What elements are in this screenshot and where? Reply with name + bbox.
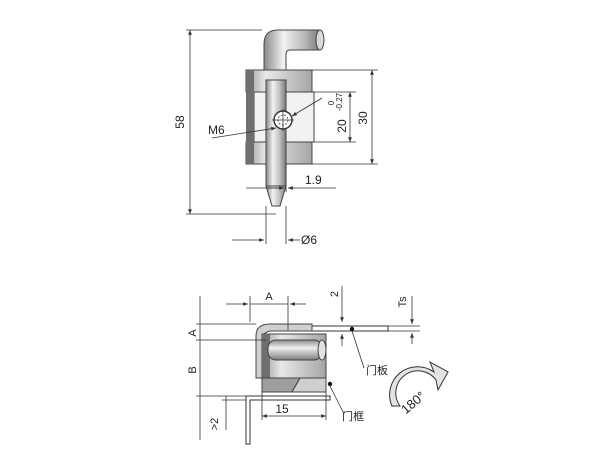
tol-upper-label: 0 bbox=[327, 100, 336, 105]
dim-ts-label: Ts bbox=[397, 296, 409, 308]
thread-label: M6 bbox=[208, 123, 225, 137]
pin-tip bbox=[265, 185, 287, 207]
dim-gt2-label: >2 bbox=[209, 418, 221, 431]
housing-left-dark bbox=[246, 70, 254, 164]
pin-shaft bbox=[265, 79, 287, 187]
section-view: A A B >2 15 2 Ts 门板 门框 bbox=[187, 286, 449, 445]
dim-30-label: 30 bbox=[356, 111, 370, 125]
door-panel-label: 门板 bbox=[366, 363, 388, 377]
top-view: 58 M6 20 0 -0.27 30 1.9 Ø6 bbox=[173, 29, 378, 247]
dim-2-top-label: 2 bbox=[329, 291, 341, 297]
pin-end bbox=[315, 29, 325, 51]
dim-1-9-label: 1.9 bbox=[305, 173, 322, 187]
door-frame-label: 门框 bbox=[342, 409, 364, 423]
dim-15-label: 15 bbox=[275, 402, 289, 416]
dim-20-label: 20 bbox=[335, 119, 349, 133]
dim-b-label: B bbox=[187, 366, 199, 373]
dim-a-top-label: A bbox=[265, 291, 273, 303]
rotation-arrow-icon bbox=[389, 360, 449, 407]
rotation-label: 180° bbox=[398, 388, 428, 417]
tol-lower-label: -0.27 bbox=[335, 92, 344, 111]
section-pin bbox=[267, 339, 323, 361]
dim-a-side-label: A bbox=[187, 329, 199, 337]
dim-diameter-label: Ø6 bbox=[301, 233, 317, 247]
dim-58-label: 58 bbox=[173, 115, 187, 129]
